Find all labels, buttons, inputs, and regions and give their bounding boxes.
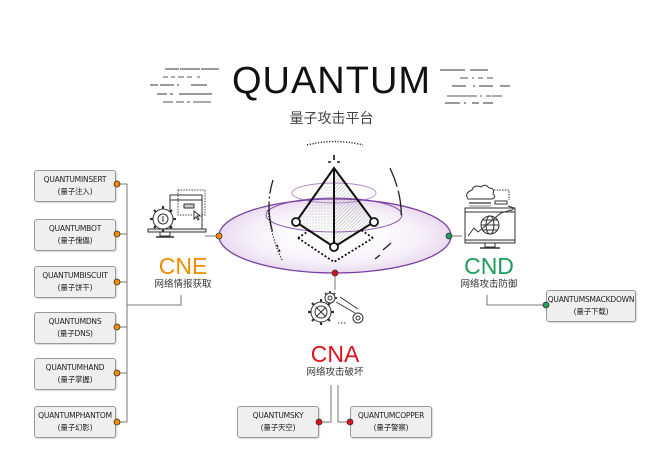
tool-box-quantumsky[interactable]: QUANTUMSKY (量子天空) — [237, 406, 319, 438]
tool-name: QUANTUMSKY — [252, 411, 304, 420]
cloud-globe-monitor-icon — [464, 184, 516, 249]
cne-code: CNE — [158, 253, 208, 279]
tool-cn-name: (量子注入) — [57, 187, 93, 196]
tool-name: QUANTUMBOT — [48, 224, 102, 233]
page-subtitle: 量子攻击平台 — [289, 110, 374, 126]
orbit-graphic — [218, 140, 452, 274]
category-cna: CNA 网络攻击破坏 — [292, 342, 378, 380]
tool-cn-name: (量子DNS) — [57, 329, 93, 338]
tool-name: QUANTUMBISCUIT — [42, 271, 108, 280]
cnd-code: CND — [464, 253, 514, 279]
tool-box-quantumsmackdown[interactable]: QUANTUMSMACKDOWN (量子下载) — [546, 290, 636, 322]
cnd-name: 网络攻击防御 — [460, 279, 518, 290]
tool-name: QUANTUMHAND — [45, 363, 105, 372]
cna-code: CNA — [310, 341, 360, 367]
gears-icon — [308, 291, 364, 325]
cne-orbit-node — [215, 232, 223, 240]
cna-orbit-node — [331, 269, 339, 277]
tool-cn-name: (量子警察) — [373, 423, 409, 432]
tool-box-quantuminsert[interactable]: QUANTUMINSERT (量子注入) — [34, 170, 116, 202]
tool-box-quantumbiscuit[interactable]: QUANTUMBISCUIT (量子饼干) — [34, 266, 116, 298]
tool-name: QUANTUMPHANTOM — [38, 411, 112, 420]
cna-name: 网络攻击破坏 — [306, 367, 364, 378]
tool-cn-name: (量子幻影) — [57, 423, 93, 432]
category-cnd: CND 网络攻击防御 — [446, 254, 532, 292]
tool-box-quantumphantom[interactable]: QUANTUMPHANTOM (量子幻影) — [34, 406, 116, 438]
tool-cn-name: (量子掌握) — [57, 375, 93, 384]
category-cne: CNE 网络情报获取 — [140, 254, 226, 292]
tool-box-quantumbot[interactable]: QUANTUMBOT (量子傀儡) — [34, 219, 116, 251]
tool-cn-name: (量子傀儡) — [57, 236, 93, 245]
tool-name: QUANTUMSMACKDOWN — [547, 295, 635, 304]
cne-name: 网络情报获取 — [154, 279, 212, 290]
title-decoration-right — [440, 69, 512, 104]
tool-cn-name: (量子饼干) — [57, 283, 93, 292]
tool-name: QUANTUMCOPPER — [357, 411, 425, 420]
tool-cn-name: (量子下载) — [573, 307, 609, 316]
page-title: QUANTUM — [231, 60, 432, 102]
tool-box-quantumdns[interactable]: QUANTUMDNS (量子DNS) — [34, 312, 116, 344]
tool-cn-name: (量子天空) — [260, 423, 296, 432]
tool-name: QUANTUMINSERT — [43, 175, 107, 184]
cnd-orbit-node — [445, 232, 453, 240]
title-decoration-left — [150, 68, 220, 103]
gear-monitor-icon — [147, 189, 207, 238]
tool-box-quantumhand[interactable]: QUANTUMHAND (量子掌握) — [34, 358, 116, 390]
tool-name: QUANTUMDNS — [48, 317, 102, 326]
tool-box-quantumcopper[interactable]: QUANTUMCOPPER (量子警察) — [350, 406, 432, 438]
